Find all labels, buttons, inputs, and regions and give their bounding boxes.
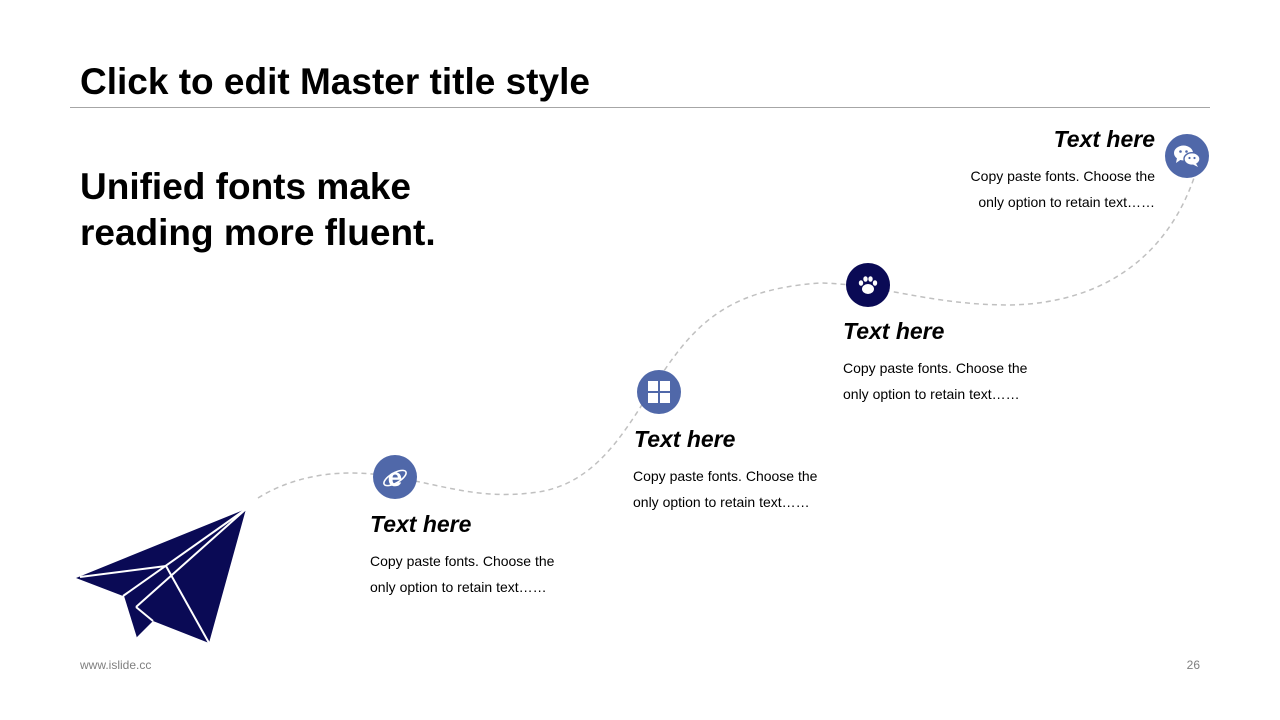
step-2-icon-button[interactable] xyxy=(637,370,681,414)
step-4-body-line-2: only option to retain text…… xyxy=(978,194,1155,210)
title-divider xyxy=(70,107,1210,108)
headline[interactable]: Unified fonts make reading more fluent. xyxy=(80,164,436,256)
step-1-body[interactable]: Copy paste fonts. Choose the only option… xyxy=(370,548,554,600)
step-1-body-line-2: only option to retain text…… xyxy=(370,579,547,595)
internet-explorer-icon: e xyxy=(383,464,407,490)
wechat-icon xyxy=(1174,145,1201,167)
step-2-title[interactable]: Text here xyxy=(634,426,736,452)
windows-icon xyxy=(648,381,670,403)
step-4-body[interactable]: Copy paste fonts. Choose the only option… xyxy=(935,163,1155,215)
slide-title[interactable]: Click to edit Master title style xyxy=(80,61,590,102)
step-3-icon-button[interactable] xyxy=(846,263,890,307)
step-3-body-line-1: Copy paste fonts. Choose the xyxy=(843,360,1028,376)
step-1-icon-button[interactable]: e xyxy=(373,455,417,499)
headline-line-1: Unified fonts make xyxy=(80,166,411,207)
paw-icon xyxy=(858,276,878,294)
footer-website: www.islide.cc xyxy=(80,658,152,672)
step-3-body[interactable]: Copy paste fonts. Choose the only option… xyxy=(843,355,1027,407)
step-1-body-line-1: Copy paste fonts. Choose the xyxy=(370,553,555,569)
step-1-title[interactable]: Text here xyxy=(370,511,472,537)
step-2-body-line-2: only option to retain text…… xyxy=(633,494,810,510)
slide-number: 26 xyxy=(1186,658,1200,672)
step-4-title[interactable]: Text here xyxy=(1053,126,1155,152)
step-2-body[interactable]: Copy paste fonts. Choose the only option… xyxy=(633,463,817,515)
step-4-body-line-1: Copy paste fonts. Choose the xyxy=(970,168,1155,184)
step-3-body-line-2: only option to retain text…… xyxy=(843,386,1020,402)
step-4-icon-button[interactable] xyxy=(1165,134,1209,178)
step-2-body-line-1: Copy paste fonts. Choose the xyxy=(633,468,818,484)
step-3-title[interactable]: Text here xyxy=(843,318,945,344)
headline-line-2: reading more fluent. xyxy=(80,212,436,253)
